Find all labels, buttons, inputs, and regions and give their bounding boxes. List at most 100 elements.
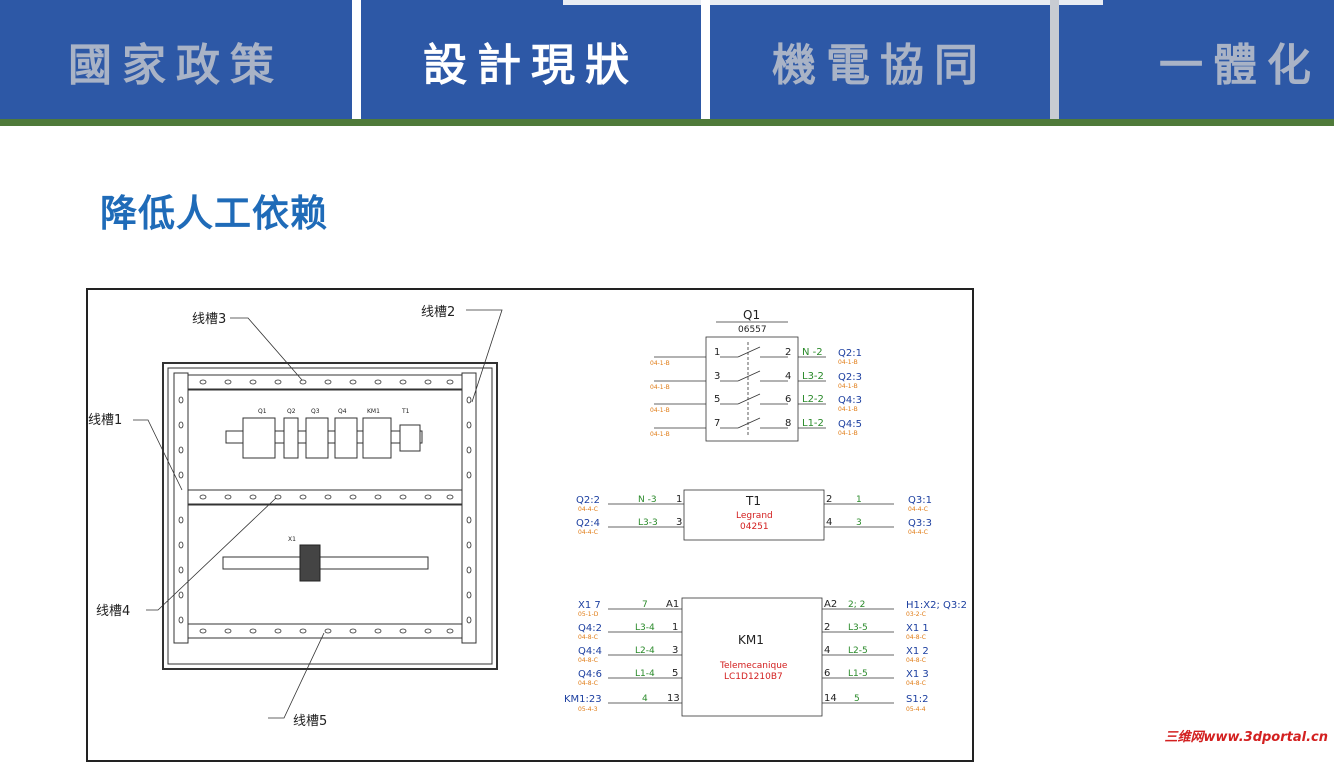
q1-symbol: [654, 321, 826, 442]
km1-right-ref: 05-4-4: [906, 706, 926, 713]
q1-right-ref: 04-1-B: [838, 406, 858, 413]
t1-left-ref: 04-4-C: [578, 529, 598, 536]
tab-integration[interactable]: 一體化: [1159, 40, 1321, 91]
km1-left-ref: 04-8-C: [578, 657, 598, 664]
callout-duct-4: 线槽4: [96, 604, 130, 619]
km1-left-ref: 05-1-D: [578, 611, 599, 618]
km1-pin: 13: [667, 693, 680, 704]
km1-left-target: Q4:6: [578, 669, 602, 680]
km1-right-ref: 04-8-C: [906, 680, 926, 687]
km1-maker: Telemecanique: [719, 661, 788, 671]
cabinet-drawing: [162, 362, 498, 670]
q1-pin: 2: [785, 347, 791, 358]
tab-divider: [352, 0, 361, 122]
km1-pin: A2: [824, 599, 837, 610]
km1-right-wire: 5: [854, 694, 860, 704]
t1-symbol: [608, 489, 894, 541]
km1-pin: 14: [824, 693, 837, 704]
tab-top-strip: [563, 0, 1103, 5]
q1-target: Q2:1: [838, 348, 862, 359]
km1-left-ref: 04-8-C: [578, 634, 598, 641]
km1-left-ref: 04-8-C: [578, 680, 598, 687]
km1-left-target: Q4:2: [578, 623, 602, 634]
tab-divider: [701, 0, 710, 122]
callout-duct-1: 线槽1: [88, 413, 122, 428]
t1-right-target: Q3:1: [908, 495, 932, 506]
device-label: Q4: [338, 408, 347, 415]
device-label: KM1: [367, 408, 380, 415]
callout-leaders: [133, 309, 503, 719]
km1-pin: 3: [672, 645, 678, 656]
watermark: 三维网www.3dportal.cn: [1164, 730, 1328, 745]
km1-symbol: [608, 597, 894, 717]
t1-left-wire: L3-3: [638, 518, 658, 528]
q1-part: 06557: [738, 325, 767, 335]
q1-target: Q4:3: [838, 395, 862, 406]
km1-right-target: X1 1: [906, 623, 929, 634]
q1-right-ref: 04-1-B: [838, 359, 858, 366]
t1-left-ref: 04-4-C: [578, 506, 598, 513]
t1-right-ref: 04-4-C: [908, 529, 928, 536]
km1-right-wire: L2-5: [848, 646, 868, 656]
km1-left-wire: L3-4: [635, 623, 655, 633]
device-label: Q2: [287, 408, 296, 415]
km1-right-wire: 2; 2: [848, 600, 865, 610]
km1-title: KM1: [738, 633, 764, 647]
q1-pin: 3: [714, 371, 720, 382]
km1-left-target: X1 7: [578, 600, 601, 611]
km1-pin: 5: [672, 668, 678, 679]
km1-right-target: X1 2: [906, 646, 929, 657]
t1-pin: 3: [676, 517, 682, 528]
t1-maker: Legrand: [736, 511, 773, 521]
t1-left-target: Q2:2: [576, 495, 600, 506]
q1-pin: 8: [785, 418, 791, 429]
tab-national-policy[interactable]: 國家政策: [68, 40, 284, 91]
device-label: T1: [401, 408, 410, 415]
km1-right-ref: 03-2-C: [906, 611, 926, 618]
tab-underline: [0, 119, 1334, 126]
q1-right-ref: 04-1-B: [838, 430, 858, 437]
q1-target: Q2:3: [838, 372, 862, 383]
q1-right-ref: 04-1-B: [838, 383, 858, 390]
t1-part: 04251: [740, 522, 769, 532]
km1-left-target: KM1:23: [564, 694, 602, 705]
km1-right-target: H1:X2; Q3:2: [906, 600, 967, 611]
t1-right-wire: 3: [856, 518, 862, 528]
km1-right-ref: 04-8-C: [906, 657, 926, 664]
t1-pin: 1: [676, 494, 682, 505]
device-label: Q1: [258, 408, 267, 415]
t1-right-target: Q3:3: [908, 518, 932, 529]
duct-slots: [178, 379, 472, 634]
km1-right-wire: L1-5: [848, 669, 868, 679]
q1-left-ref: 04-1-B: [650, 384, 670, 391]
q1-left-ref: 04-1-B: [650, 407, 670, 414]
slide-title: 降低人工依赖: [100, 192, 328, 235]
km1-left-wire: 4: [642, 694, 648, 704]
schematic-svg: Q1 Q2 Q3 Q4 KM1 T1 X1 线槽3 线槽2 线槽1 线槽4 线槽…: [88, 305, 967, 729]
tab-design-status[interactable]: 設計現狀: [423, 40, 639, 91]
t1-right-ref: 04-4-C: [908, 506, 928, 513]
t1-left-target: Q2:4: [576, 518, 600, 529]
t1-pin: 4: [826, 517, 832, 528]
tab-bar: 國家政策 設計現狀 機電協同 一體化: [0, 0, 1334, 122]
device-label: Q3: [311, 408, 320, 415]
t1-right-wire: 1: [856, 495, 862, 505]
q1-wire: L2-2: [802, 394, 824, 405]
q1-wire: N -2: [802, 347, 823, 358]
km1-left-wire: L2-4: [635, 646, 655, 656]
q1-target: Q4:5: [838, 419, 862, 430]
callout-duct-3: 线槽3: [192, 312, 226, 327]
q1-pin: 4: [785, 371, 791, 382]
callout-duct-2: 线槽2: [421, 305, 455, 320]
q1-title: Q1: [743, 308, 760, 322]
tab-electromechanical-collab[interactable]: 機電協同: [772, 40, 988, 91]
tab-divider: [1050, 0, 1059, 122]
km1-left-wire: L1-4: [635, 669, 655, 679]
q1-pin: 1: [714, 347, 720, 358]
t1-left-wire: N -3: [638, 495, 657, 505]
km1-right-target: S1:2: [906, 694, 928, 705]
km1-pin: A1: [666, 599, 679, 610]
km1-part: LC1D1210B7: [724, 672, 783, 682]
q1-pin: 7: [714, 418, 720, 429]
km1-pin: 2: [824, 622, 830, 633]
